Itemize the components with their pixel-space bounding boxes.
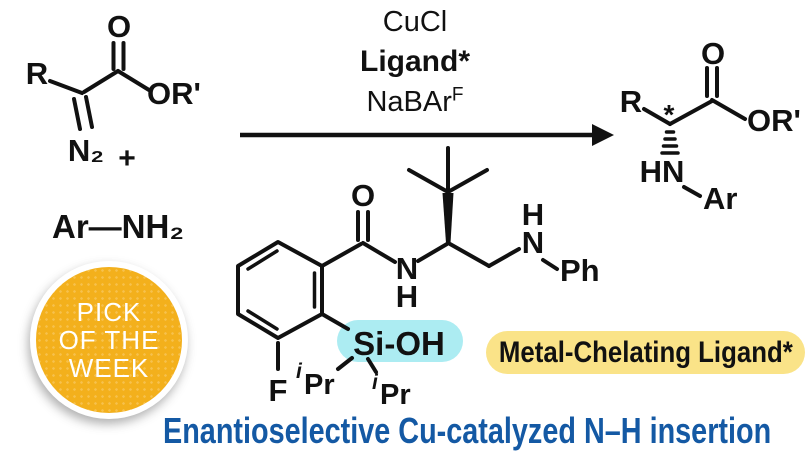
r-group-label: R: [26, 56, 48, 91]
phenyl-label: Ph: [560, 253, 600, 288]
additive-superscript: F: [451, 84, 464, 106]
badge-circle: PICK OF THE WEEK: [36, 267, 182, 413]
product-ar-label: Ar: [703, 181, 737, 216]
reagents-block: CuCl Ligand* NaBArF: [323, 2, 507, 122]
ligand-carbonyl-o-label: O: [351, 178, 375, 213]
stereocenter-star: *: [664, 99, 675, 130]
ipr-right-pr-label: Pr: [380, 379, 411, 411]
ligand-label: Ligand*: [360, 45, 470, 78]
metal-chelating-ligand-callout: Metal-Chelating Ligand*: [486, 331, 805, 374]
ligand-structure: O N H H N Ph Si-OH i Pr i Pr F: [236, 146, 600, 411]
arrowhead: [592, 124, 614, 146]
ester-or-label: OR': [147, 76, 201, 111]
diazo-n2-label: N₂: [68, 133, 104, 168]
ipr-right-i-label: i: [372, 371, 379, 394]
product-structure: R * O OR' HN Ar: [620, 36, 801, 216]
amine-h-label: H: [522, 197, 544, 232]
amine-n-label: N: [522, 225, 544, 260]
catalyst-label: CuCl: [382, 6, 448, 38]
wedge-bond: [442, 193, 454, 243]
aryl-amine-label: Ar—NH₂: [52, 208, 184, 245]
carbonyl-o-label: O: [107, 9, 131, 44]
silanol-label: Si-OH: [353, 325, 445, 362]
additive-main: NaBAr: [366, 86, 452, 118]
si-oh-highlight: [337, 320, 463, 362]
badge-line-2: OF THE: [58, 325, 160, 355]
product-hn-label: HN: [640, 154, 685, 189]
product-or-label: OR': [747, 103, 801, 138]
headline: Enantioselective Cu-catalyzed N–H insert…: [163, 412, 808, 450]
plus-sign: +: [118, 142, 136, 175]
ipr-left-pr-label: Pr: [304, 369, 335, 401]
product-r-label: R: [620, 84, 642, 119]
reaction-arrow: [240, 124, 614, 146]
badge-line-1: PICK: [76, 297, 142, 327]
fluoro-label: F: [269, 373, 288, 408]
ipr-left-i-label: i: [296, 360, 303, 383]
callout-label: Metal-Chelating Ligand*: [498, 335, 793, 369]
diazo-ester-structure: O R OR' N₂ + Ar—NH₂: [26, 9, 201, 245]
amide-n-label: N: [396, 251, 418, 286]
pick-of-the-week-badge: PICK OF THE WEEK: [30, 261, 188, 419]
headline-text: Enantioselective Cu-catalyzed N–H insert…: [163, 410, 772, 451]
additive-label: NaBArF: [323, 82, 507, 122]
product-o-label: O: [701, 36, 725, 71]
hashed-wedge-bond: [660, 130, 680, 155]
amide-h-label: H: [396, 279, 418, 314]
badge-line-3: WEEK: [68, 353, 150, 383]
